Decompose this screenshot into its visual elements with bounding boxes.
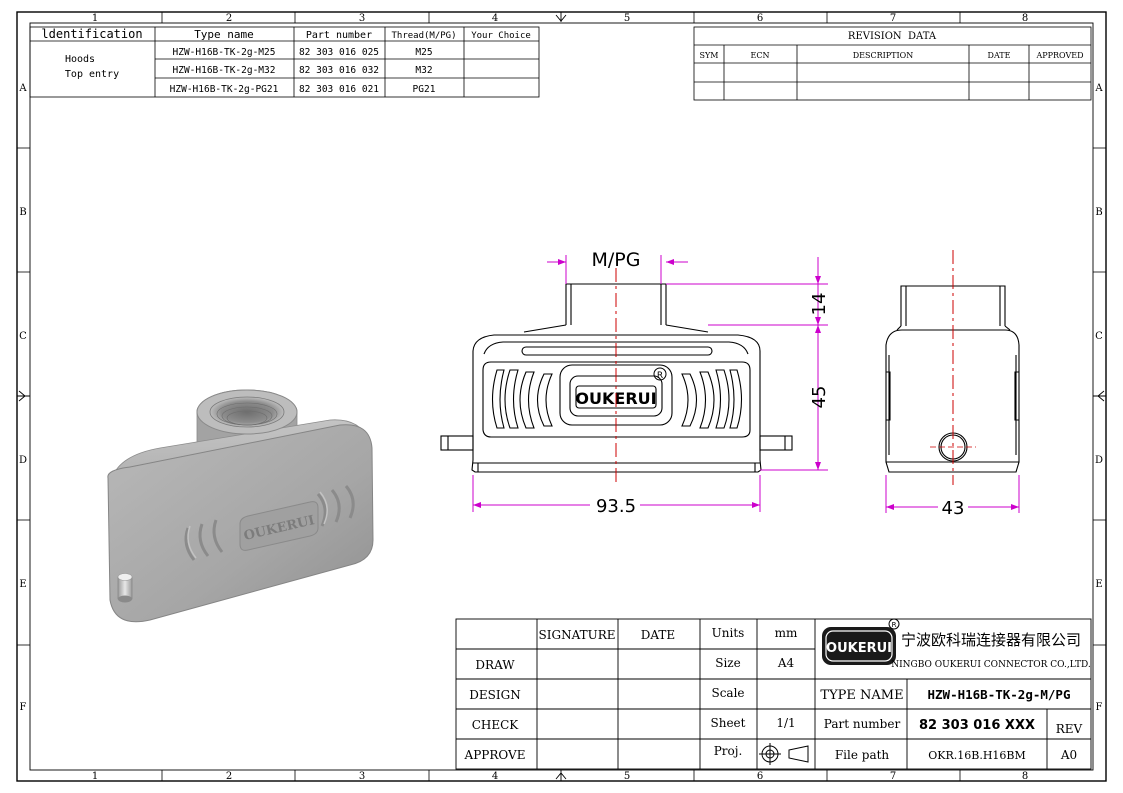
frame-labels: 1 2 3 4 5 6 7 8 1 2 3 4 5 6 7 8 A B C D … — [18, 13, 1103, 782]
col-label: 1 — [92, 771, 98, 782]
tb-type-name-label: TYPE NAME — [820, 688, 903, 703]
tb-proj-label: Proj. — [714, 744, 743, 758]
row-label: F — [20, 702, 27, 713]
row-label: B — [19, 207, 26, 218]
row-label: C — [19, 331, 27, 342]
revision-header: DESCRIPTION — [853, 51, 913, 60]
revision-header: ECN — [751, 51, 770, 60]
tb-type-name-value: HZW-H16B-TK-2g-M/PG — [928, 687, 1071, 702]
col-label: 5 — [624, 771, 630, 782]
ident-entry: Top entry — [65, 69, 119, 80]
title-block: SIGNATURE DATE DRAW DESIGN CHECK APPROVE… — [455, 618, 1092, 770]
dim-height-body: 45 — [809, 386, 830, 409]
tb-date: DATE — [641, 628, 675, 642]
type-name-cell: HZW-H16B-TK-2g-PG21 — [170, 84, 279, 95]
registered-mark: R — [657, 371, 663, 381]
tb-signature: SIGNATURE — [539, 628, 616, 642]
tb-sheet-value: 1/1 — [776, 716, 795, 730]
company-logo-text: OUKERUI — [826, 641, 892, 656]
revision-header: APPROVED — [1035, 51, 1083, 60]
col-label: 4 — [492, 771, 498, 782]
col-label: 4 — [492, 13, 498, 24]
col-label: 3 — [359, 13, 365, 24]
row-label: A — [18, 83, 27, 94]
thread-cell: M25 — [415, 47, 432, 58]
row-label: E — [1095, 579, 1102, 590]
ident-header: Type name — [194, 28, 254, 41]
row-label: B — [1095, 207, 1102, 218]
ident-hoods: Hoods — [65, 54, 95, 65]
dim-thread-label: M/PG — [592, 249, 641, 271]
tb-scale-label: Scale — [711, 686, 744, 700]
tb-role: DRAW — [475, 658, 515, 672]
col-label: 3 — [359, 771, 365, 782]
dim-width-side: 43 — [942, 498, 965, 519]
col-label: 2 — [226, 13, 232, 24]
tb-rev-label: REV — [1056, 722, 1083, 736]
part-number-cell: 82 303 016 032 — [299, 65, 379, 76]
company-logo: OUKERUI R — [822, 618, 900, 665]
col-label: 7 — [890, 13, 896, 24]
ident-header: Your Choice — [471, 31, 531, 41]
front-dimensions — [472, 255, 828, 512]
row-label: C — [1095, 331, 1103, 342]
row-label: D — [19, 455, 27, 466]
tb-file-path-label: File path — [835, 748, 890, 762]
tb-units-label: Units — [712, 626, 745, 640]
type-name-cell: HZW-H16B-TK-2g-M25 — [173, 47, 276, 58]
projection-symbol-icon — [759, 743, 809, 765]
thread-cell: M32 — [415, 65, 432, 76]
col-label: 8 — [1022, 13, 1028, 24]
tb-role: CHECK — [472, 718, 520, 732]
tb-size-value: A4 — [777, 656, 795, 670]
part-number-cell: 82 303 016 025 — [299, 47, 379, 58]
tb-role: APPROVE — [464, 748, 526, 762]
side-view — [885, 250, 1020, 485]
ident-header: Thread(M/PG) — [391, 31, 456, 41]
tb-units-value: mm — [775, 626, 798, 640]
part-number-cell: 82 303 016 021 — [299, 84, 379, 95]
tb-role: DESIGN — [469, 688, 520, 702]
tb-part-number-label: Part number — [824, 717, 901, 731]
row-label: E — [19, 579, 26, 590]
col-label: 7 — [890, 771, 896, 782]
ident-header: Part number — [306, 30, 372, 41]
company-name-en: NINGBO OUKERUI CONNECTOR CO.,LTD. — [891, 660, 1091, 670]
col-label: 8 — [1022, 771, 1028, 782]
frame — [16, 11, 1107, 782]
tb-rev-value: A0 — [1060, 748, 1077, 762]
tb-part-number-value: 82 303 016 XXX — [919, 718, 1035, 733]
col-label: 6 — [757, 771, 763, 782]
col-label: 5 — [624, 13, 630, 24]
col-label: 1 — [92, 13, 98, 24]
row-label: A — [1094, 83, 1103, 94]
ident-table: ldentification Type name Part number Thr… — [29, 26, 540, 98]
revision-table: REVISION DATA SYM ECN DESCRIPTION DATE A… — [693, 26, 1092, 101]
col-label: 6 — [757, 13, 763, 24]
tb-sheet-label: Sheet — [711, 716, 746, 730]
front-view: OUKERUI R — [440, 268, 793, 485]
dim-height-top: 14 — [809, 293, 830, 316]
ident-header: ldentification — [41, 27, 142, 41]
revision-header: DATE — [988, 51, 1011, 60]
type-name-cell: HZW-H16B-TK-2g-M32 — [173, 65, 276, 76]
side-dimensions — [885, 475, 1020, 513]
row-label: D — [1095, 455, 1103, 466]
tb-size-label: Size — [715, 656, 740, 670]
thread-cell: PG21 — [413, 84, 436, 95]
dim-width-front: 93.5 — [596, 496, 636, 517]
revision-title: REVISION DATA — [848, 31, 937, 42]
tb-file-path-value: OKR.16B.H16BM — [928, 749, 1026, 762]
company-name-cn: 宁波欧科瑞连接器有限公司 — [901, 631, 1081, 649]
col-label: 2 — [226, 771, 232, 782]
logo-registered-mark: R — [892, 621, 897, 629]
row-label: F — [1096, 702, 1103, 713]
iso-view: OUKERUI — [107, 389, 374, 623]
revision-header: SYM — [700, 51, 719, 60]
